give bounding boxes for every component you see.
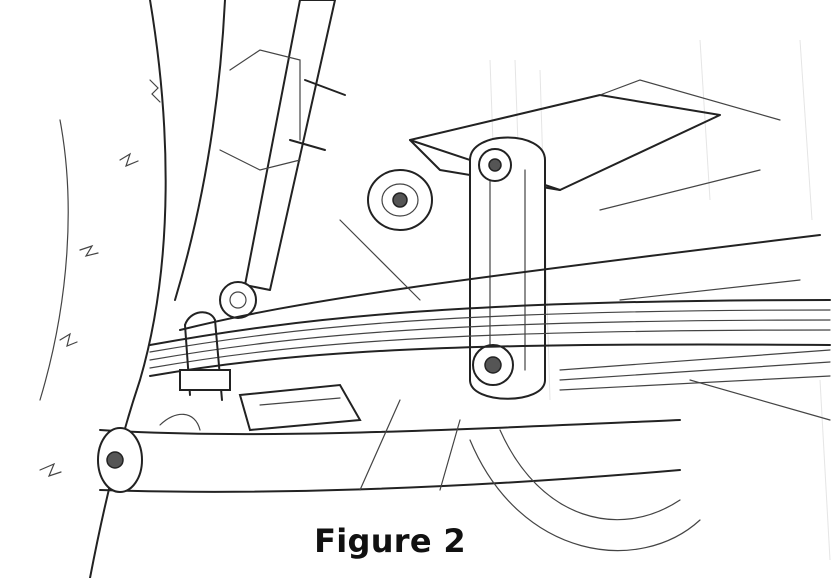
leaf-spring-pack bbox=[149, 234, 831, 391]
u-bolt-clamp bbox=[179, 311, 231, 401]
spring-eye-bushing bbox=[367, 169, 433, 231]
figure-caption: Figure 2 bbox=[314, 522, 466, 560]
leader-lines bbox=[339, 169, 831, 491]
tire bbox=[469, 429, 701, 552]
spring-shackle bbox=[469, 136, 546, 400]
spring-seat bbox=[238, 383, 362, 432]
shock-absorber bbox=[219, 0, 346, 319]
frame-rail bbox=[39, 0, 226, 578]
